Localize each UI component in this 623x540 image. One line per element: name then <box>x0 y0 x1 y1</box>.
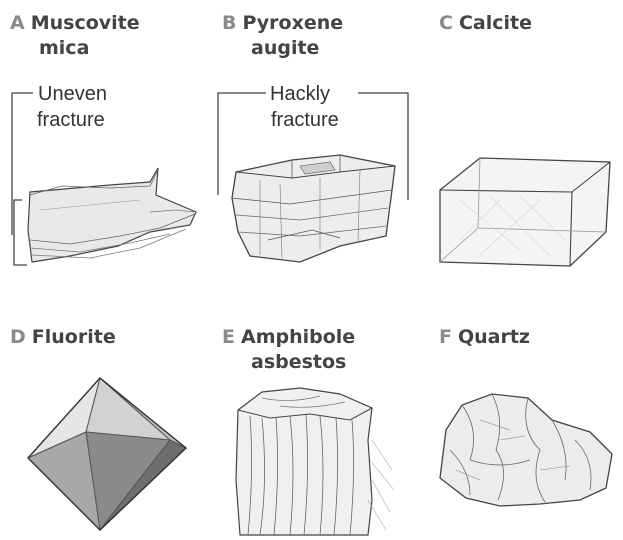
quartz-illustration <box>0 0 623 540</box>
